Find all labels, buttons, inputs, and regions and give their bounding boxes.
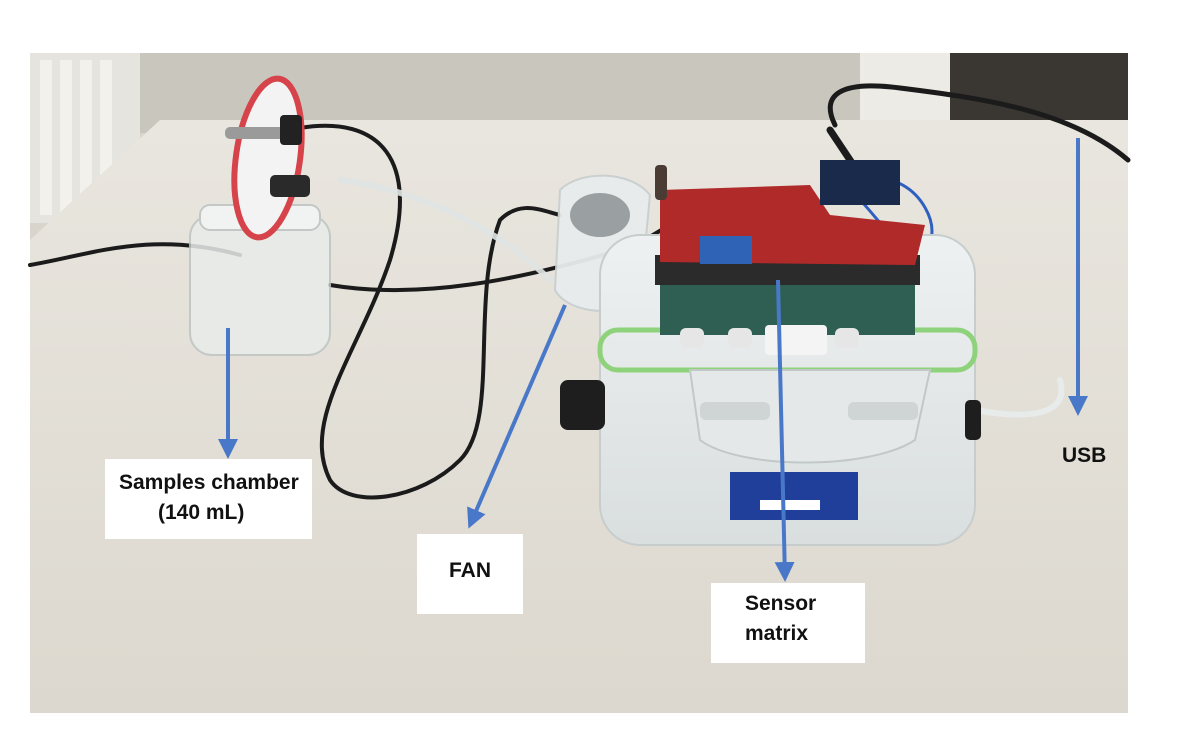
arrow-fan xyxy=(467,304,567,529)
label-samples-chamber: Samples chamber (140 mL) xyxy=(105,459,312,539)
sensor-board xyxy=(655,160,925,355)
arrow-sensor-matrix xyxy=(774,279,795,582)
label-sensor-matrix-line2: matrix xyxy=(745,622,809,645)
label-usb: USB xyxy=(1062,444,1107,467)
label-samples-chamber-line2: (140 mL) xyxy=(158,501,245,524)
label-fan: FAN xyxy=(417,534,523,614)
university-sticker xyxy=(730,472,858,520)
sample-jar xyxy=(189,75,331,356)
annotation-arrows xyxy=(218,138,1088,582)
label-samples-chamber-line1: Samples chamber xyxy=(119,471,299,494)
label-sensor-matrix: Sensor matrix xyxy=(711,583,865,663)
label-fan-text: FAN xyxy=(449,559,491,582)
label-sensor-matrix-line1: Sensor xyxy=(745,592,817,615)
